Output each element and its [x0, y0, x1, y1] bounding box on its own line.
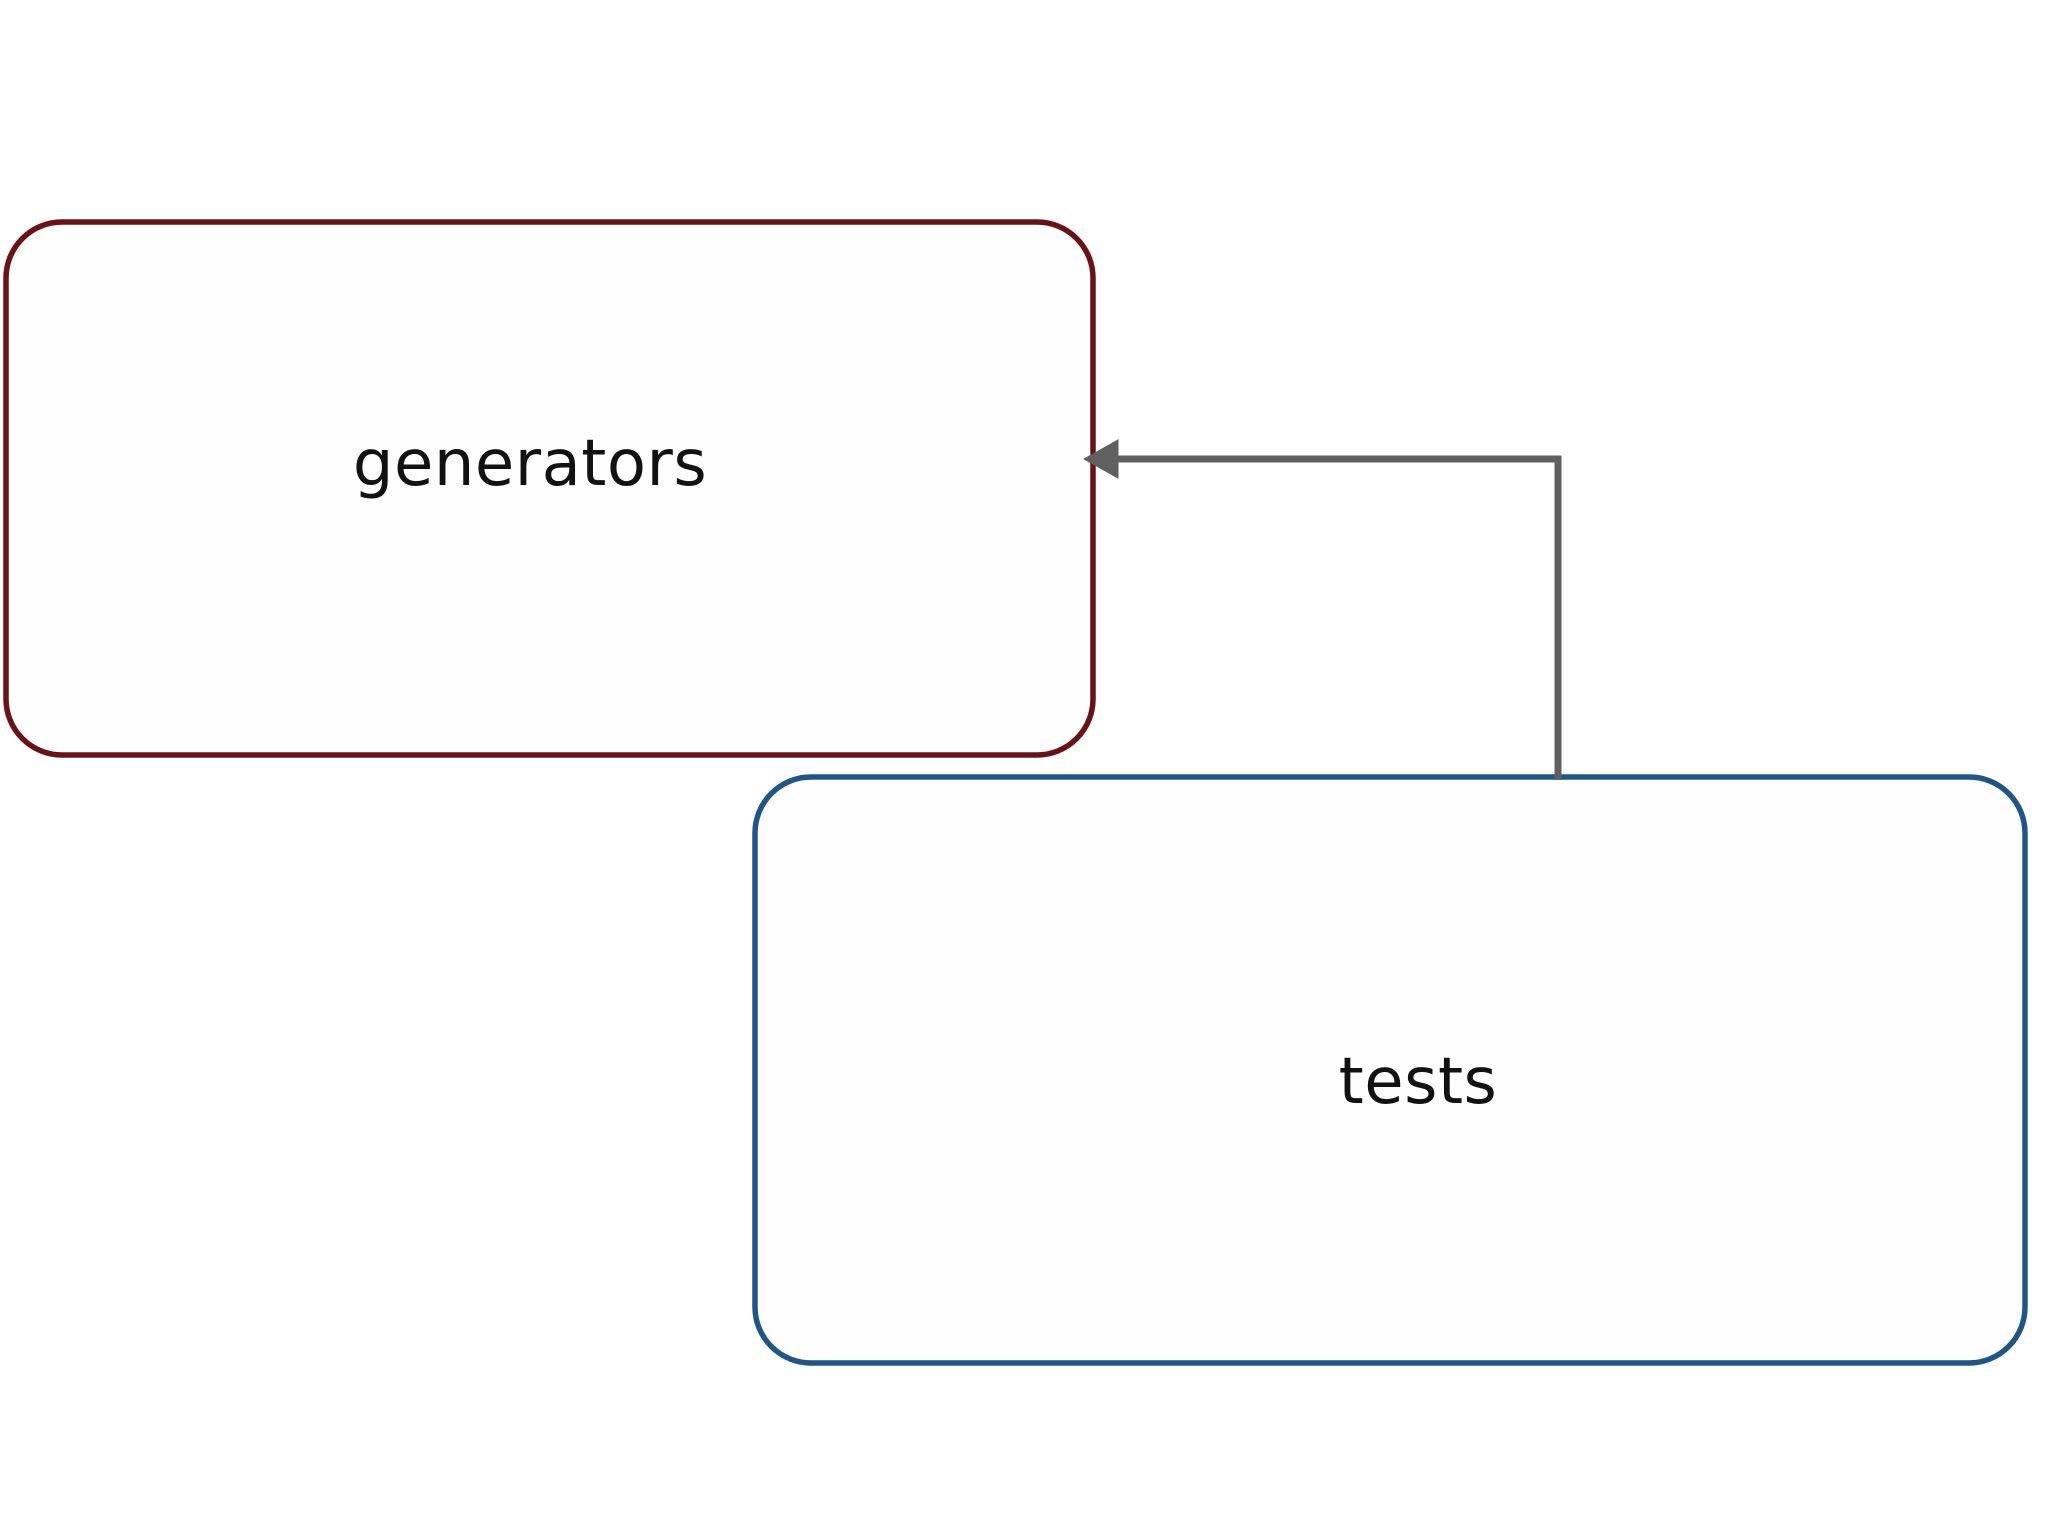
- edge-line: [1112, 455, 1562, 780]
- node-tests-label: tests: [1338, 1045, 1498, 1119]
- edge-tests-to-generators[interactable]: [1082, 439, 1562, 780]
- arrowhead-icon: [1082, 439, 1119, 479]
- node-tests-box[interactable]: [752, 774, 2028, 1366]
- node-generators-label: generators: [352, 427, 708, 501]
- node-generators-box[interactable]: [3, 219, 1096, 758]
